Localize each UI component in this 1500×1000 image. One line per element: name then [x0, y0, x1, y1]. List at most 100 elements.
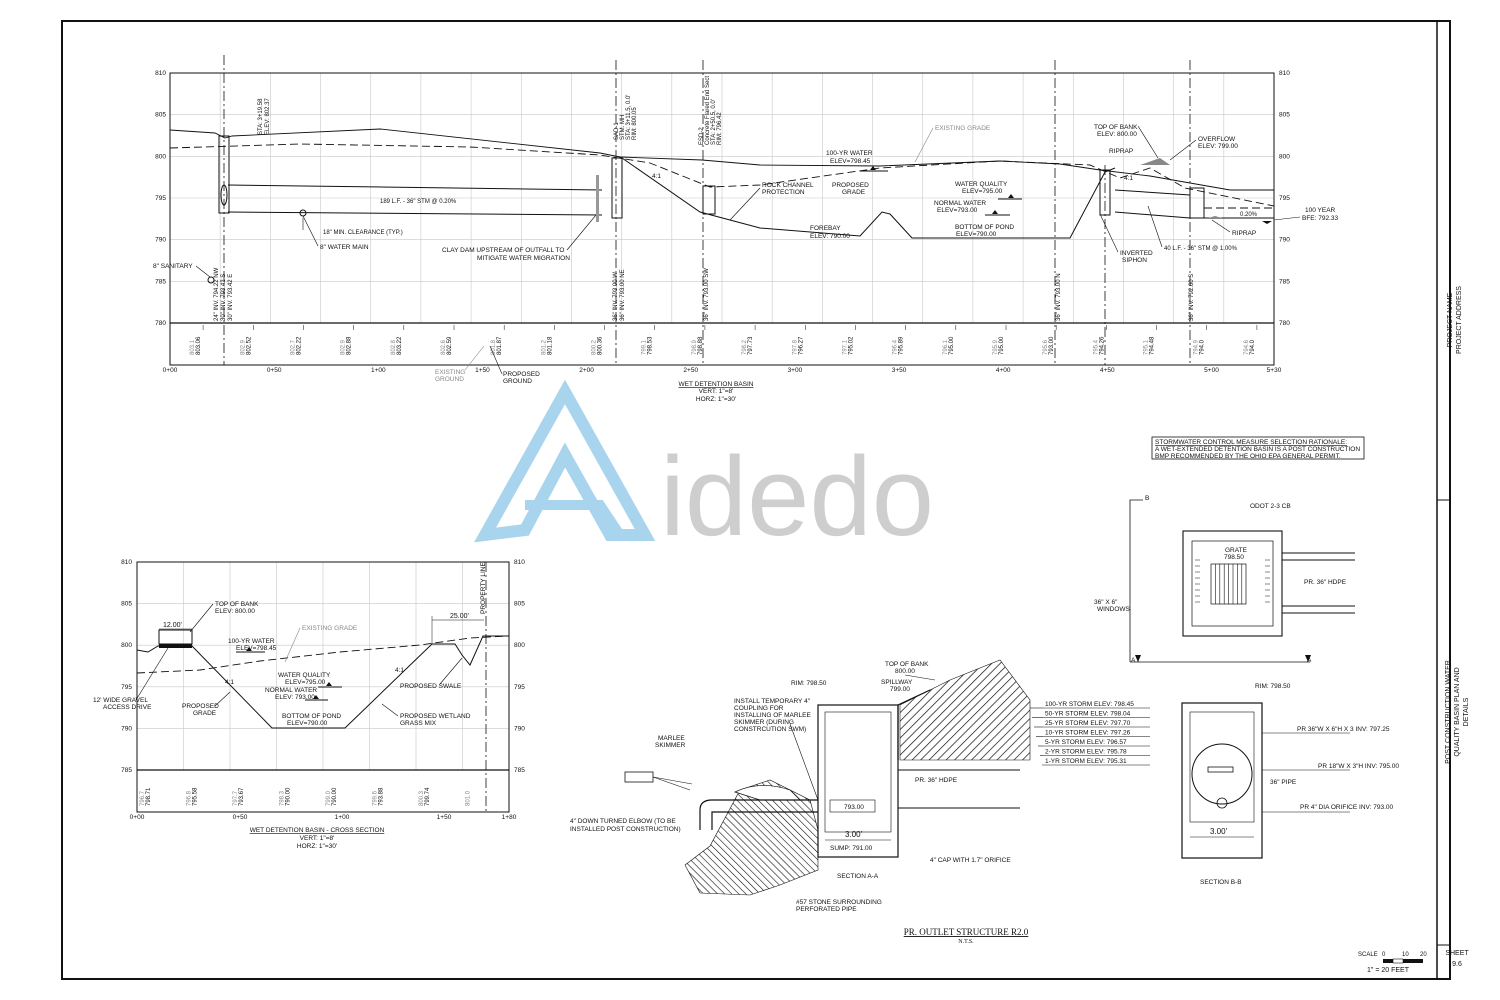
xs-elev-label: 790	[121, 725, 132, 732]
profile-elev-label-right: 800	[1279, 153, 1290, 160]
storm-elev-item: 5-YR STORM ELEV: 796.57	[1045, 739, 1127, 746]
label-pipe-right: 40 L.F. - 36" STM @ 1.00%	[1164, 246, 1238, 252]
profile-bottom-proposed: 798.88	[698, 336, 704, 355]
label-mh2: STM. MH	[620, 115, 626, 140]
label-wq-2: ELEV=795.00	[962, 188, 1003, 195]
xs-grid	[136, 561, 510, 771]
profile-station: 3+00	[788, 367, 803, 374]
label-sta-left: STA: 3+19.58	[258, 98, 264, 135]
label-forebay-2: ELEV: 790.00	[810, 233, 850, 240]
scale-bar: SCALE 0 10 20 1" = 20 FEET	[1358, 952, 1427, 974]
profile-bottom-existing: 795.6	[1043, 339, 1049, 355]
plan-window-ticks	[1195, 559, 1270, 603]
xs-existing-grade-label: EXISTING GRADE	[302, 625, 358, 632]
profile-bottom-proposed: 801.87	[497, 336, 503, 355]
label-bfe-1: 100 YEAR	[1305, 207, 1336, 214]
xs-bottom-existing: 796.7	[140, 790, 146, 806]
aa-hatch-right	[899, 659, 1031, 761]
label-inv-d1: 36" INV. 793.00 N	[1056, 273, 1062, 321]
profile-bottom-proposed: 801.18	[547, 336, 553, 355]
profile-station: 0+50	[267, 367, 282, 374]
plan-a-label-right: A	[1307, 657, 1312, 664]
label-mh1: SAD-1	[614, 122, 620, 140]
watermark-text: idedo	[660, 434, 934, 559]
label-wq-1: WATER QUALITY	[955, 181, 1008, 188]
label-riprap-1: RIPRAP	[1109, 148, 1133, 155]
profile-bottom-proposed: 794.0	[1200, 339, 1206, 355]
profile-bottom-existing: 798.9	[692, 339, 698, 355]
xs-property-line: PROPERTY LINE	[480, 562, 487, 614]
profile-bottom-existing: 797.1	[842, 339, 848, 355]
profile-bottom-existing: 795.9	[993, 339, 999, 355]
xs-elev-label: 795	[121, 684, 132, 691]
profile-bottom-proposed: 803.22	[397, 336, 403, 355]
xs-proposed-grade	[136, 635, 509, 729]
label-elev-left: ELEV: 802.37	[265, 98, 271, 135]
xs-yr100-1: 100-YR WATER	[228, 638, 275, 645]
profile-bottom-proposed: 795.02	[848, 336, 854, 355]
label-pipe: 189 L.F. - 36" STM @ 0.20%	[380, 199, 457, 205]
aa-install-5: CONSTRCUTION SWM)	[734, 726, 806, 733]
xs-elev-label-right: 795	[514, 684, 525, 691]
aa-marlee-2: SKIMMER	[655, 742, 686, 749]
label-pct: 0.20%	[1240, 212, 1258, 218]
label-tob-1: TOP OF BANK	[1094, 124, 1138, 131]
profile-station: 2+00	[579, 367, 594, 374]
profile-bottom-proposed: 793.00	[1049, 336, 1055, 355]
label-tob-2: ELEV: 800.00	[1097, 131, 1137, 138]
profile-elev-label: 795	[155, 195, 166, 202]
label-prop-grade-1: PROPOSED	[832, 182, 869, 189]
label-rock-2: PROTECTION	[762, 189, 805, 196]
plan-b-label: B	[1145, 495, 1149, 502]
xs-slope-right: 4:1	[395, 667, 404, 674]
rationale-line-1: STORMWATER CONTROL MEASURE SELECTION RAT…	[1155, 439, 1347, 446]
profile-pipe-bottom	[227, 211, 603, 216]
storm-elev-item: 10-YR STORM ELEV: 797.26	[1045, 730, 1131, 737]
aa-elbow-1: 4" DOWN TURNED ELBOW (TO BE	[570, 818, 676, 825]
label-inv-b2: 36" INV. 793.00 NE	[620, 269, 626, 321]
aa-section-label: SECTION A-A	[837, 873, 879, 880]
profile-elev-label: 780	[155, 320, 166, 327]
aa-install-4: SKIMMER (DURING	[734, 719, 794, 726]
profile-bottom-existing: 801.2	[541, 339, 547, 355]
label-existing-grade: EXISTING GRADE	[935, 125, 991, 132]
rationale-note: STORMWATER CONTROL MEASURE SELECTION RAT…	[1151, 436, 1365, 460]
xs-bottom-existing: 799.0	[326, 790, 332, 806]
aa-rim: RIM: 798.50	[791, 680, 827, 687]
label-inv-c1: 36" INV. 793.00 SW	[704, 268, 710, 321]
label-overflow-1: OVERFLOW	[1198, 136, 1236, 143]
storm-elev-item: 1-YR STORM ELEV: 795.31	[1045, 758, 1127, 765]
label-inv-a3: 30" INV. 793.42 E	[228, 274, 234, 321]
profile-bottom-existing: 802.9	[341, 339, 347, 355]
xs-wq-2: ELEV=795.00	[285, 679, 326, 686]
profile-bottom-proposed: 800.36	[598, 336, 604, 355]
profile-bottom-proposed: 798.53	[648, 336, 654, 355]
label-inv-e1: 36" INV. 792.60 S	[1189, 274, 1195, 321]
aa-tob-2: 800.00	[895, 668, 915, 675]
profile-elev-label-right: 785	[1279, 278, 1290, 285]
project-name: PROJECT NAME	[1447, 292, 1454, 347]
xs-elev-label-right: 790	[514, 725, 525, 732]
xs-elev-label-right: 800	[514, 642, 525, 649]
profile-elev-label-right: 780	[1279, 320, 1290, 327]
profile-bottom-existing: 794.6	[1244, 339, 1250, 355]
label-existing-ground-2: GROUND	[435, 376, 464, 383]
profile-bottom-existing: 802.7	[290, 339, 296, 355]
xs-swale: PROPOSED SWALE	[400, 683, 462, 690]
label-clearance: 18" MIN. CLEARANCE (TYP.)	[323, 230, 403, 236]
sheet-title-3: DETAILS	[1463, 697, 1470, 726]
profile-bottom-existing: 802.6	[441, 339, 447, 355]
outlet-structure-title: PR. OUTLET STRUCTURE R2.0 N.T.S.	[904, 927, 1029, 945]
plan-title: ODOT 2-3 CB	[1250, 503, 1291, 510]
profile-bottom-existing: 798.2	[742, 339, 748, 355]
plan-grate-2: 798.50	[1224, 554, 1244, 561]
aa-inv: 793.00	[844, 804, 864, 811]
xs-station: 1+80	[502, 814, 517, 821]
bb-width: 3.00'	[1210, 827, 1228, 836]
profile-bottom-existing: 796.4	[893, 339, 899, 355]
label-clay-dam-2: MITIGATE WATER MIGRATION	[477, 255, 570, 262]
